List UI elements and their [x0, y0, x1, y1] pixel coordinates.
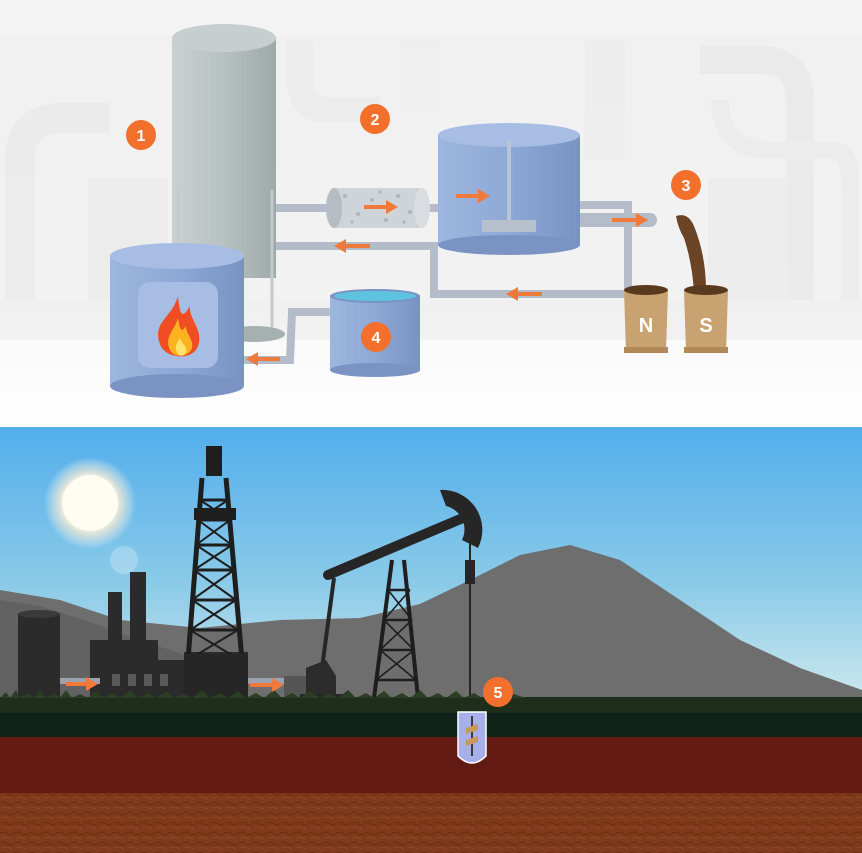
step-marker-4-label: 4: [372, 330, 381, 347]
sack-s: S: [684, 285, 728, 353]
pump-jack: [300, 489, 483, 700]
mixing-tank: [438, 123, 580, 255]
drilling-derrick: [184, 446, 248, 698]
step-marker-4: 4: [361, 322, 391, 352]
arrow-right-icon: [612, 213, 648, 227]
fertilizer-pour: [676, 215, 706, 292]
step-marker-3-label: 3: [682, 178, 691, 195]
arrow-left-icon: [334, 239, 370, 253]
arrow-right-icon: [66, 677, 98, 691]
drill-bit-icon: [457, 711, 487, 764]
arrow-right-icon: [456, 189, 490, 203]
furnace-tank: [110, 243, 244, 398]
flow-arrows: [246, 189, 648, 366]
step-marker-5-label: 5: [494, 685, 503, 702]
step-marker-1-label: 1: [137, 128, 146, 145]
sack-n-label: N: [639, 315, 653, 337]
oilfield-panel: [0, 427, 862, 853]
process-panel: N S: [0, 0, 862, 427]
arrow-right-icon: [364, 200, 398, 214]
step-markers: 1 2 3 4 5: [126, 104, 701, 707]
water-tank: [330, 289, 420, 377]
arrow-right-icon: [250, 678, 284, 692]
soil-red-layer: [0, 737, 862, 793]
step-marker-5: 5: [483, 677, 513, 707]
sack-n: N: [624, 285, 668, 353]
soil-brown-layer: [0, 793, 862, 853]
topsoil: [0, 713, 862, 739]
sun-icon: [44, 457, 138, 574]
step-marker-3: 3: [671, 170, 701, 200]
arrow-left-icon: [246, 352, 280, 366]
step-marker-2: 2: [360, 104, 390, 134]
grass-band: [0, 697, 862, 713]
arrow-left-icon: [506, 287, 542, 301]
oilfield-arrows: [66, 677, 284, 692]
flame-icon: [158, 296, 200, 357]
step-marker-1: 1: [126, 120, 156, 150]
sack-s-label: S: [699, 315, 712, 337]
step-marker-2-label: 2: [371, 112, 380, 129]
